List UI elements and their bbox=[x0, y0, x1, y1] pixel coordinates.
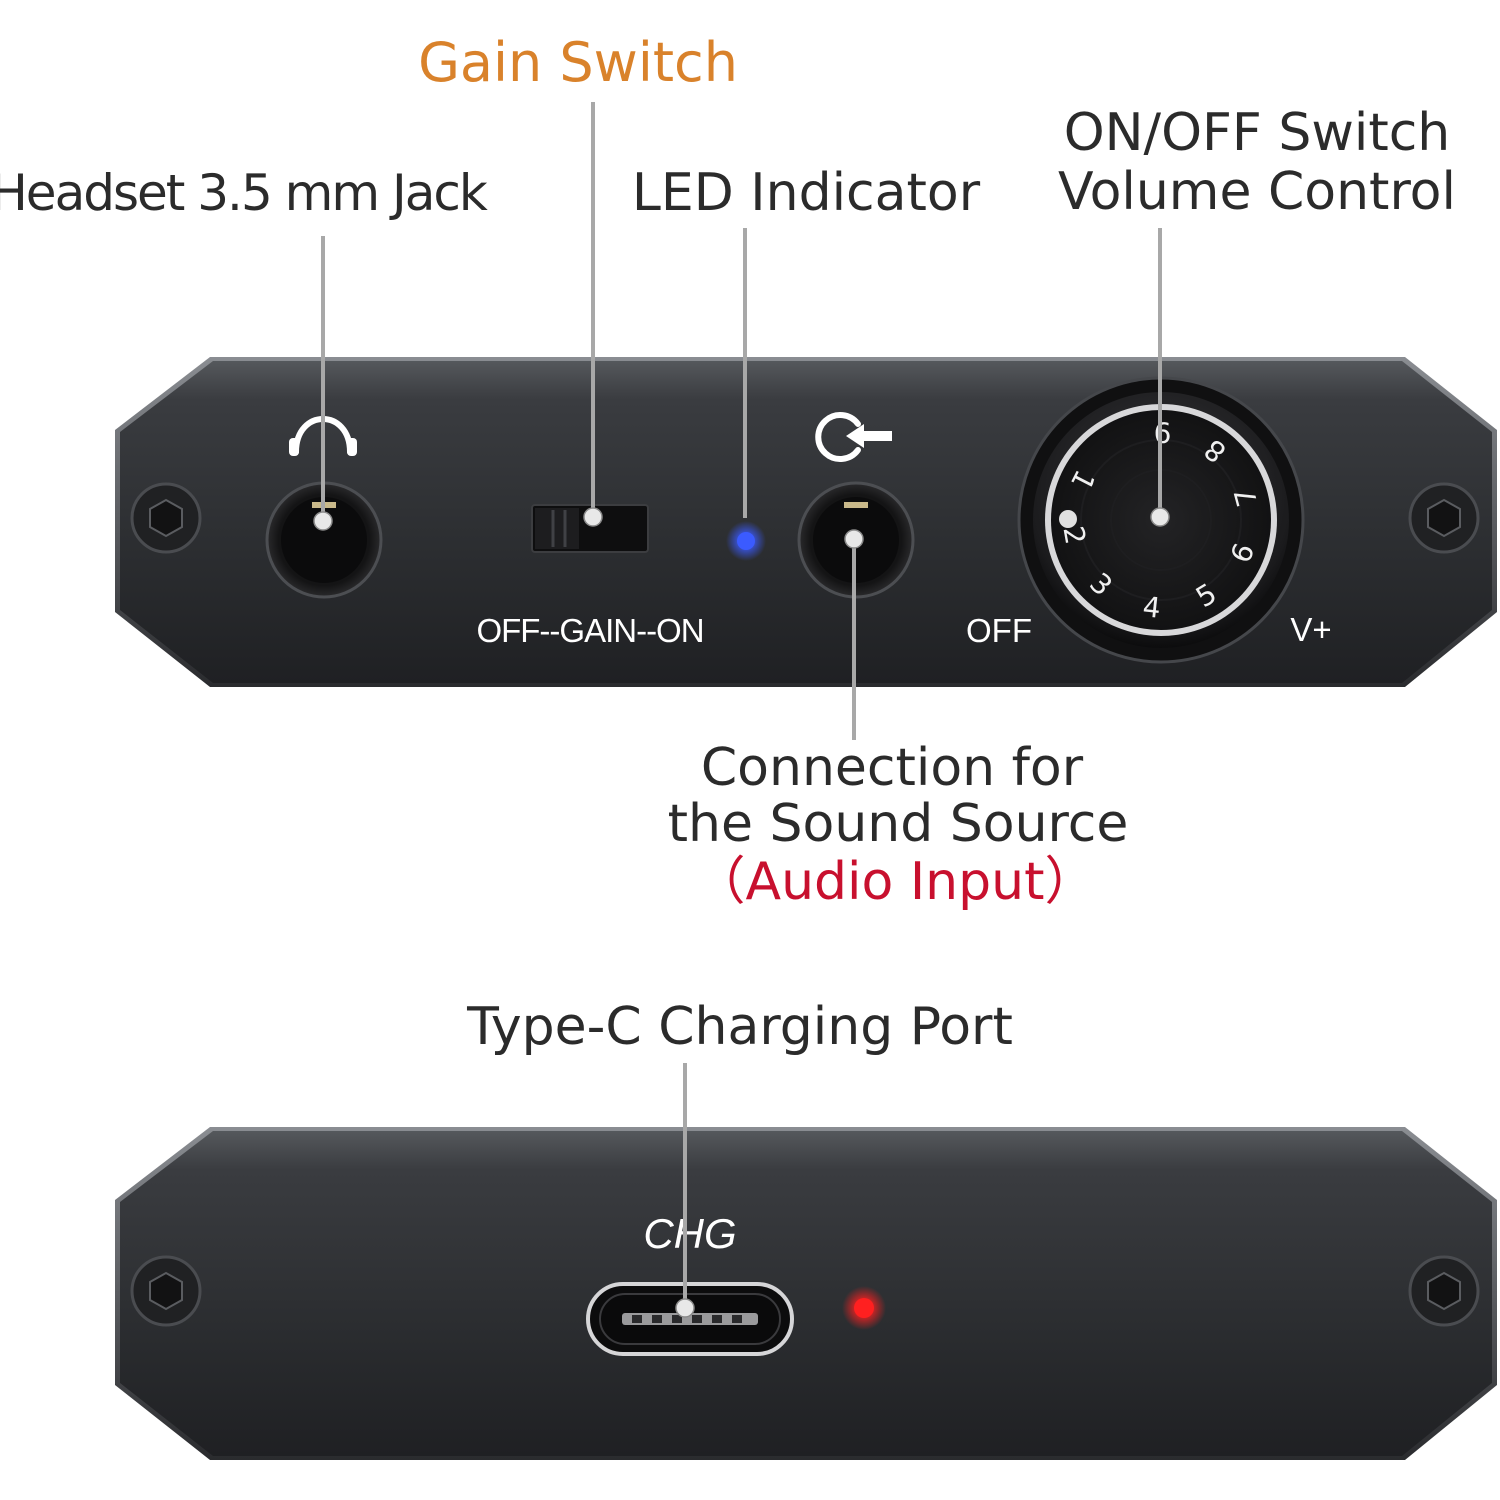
red-led-indicator bbox=[842, 1286, 886, 1330]
screw-left-back bbox=[130, 1255, 202, 1327]
back-panel bbox=[115, 1127, 1497, 1460]
screw-left bbox=[130, 482, 202, 554]
screw-right bbox=[1408, 482, 1480, 554]
headset-jack[interactable] bbox=[265, 481, 383, 599]
audio-input-callout: （Audio Input） bbox=[694, 852, 1097, 912]
connection-callout-line1: Connection for bbox=[701, 738, 1084, 798]
gain-switch[interactable] bbox=[531, 504, 649, 553]
vplus-panel-label: V+ bbox=[1290, 611, 1331, 648]
headset-jack-callout: Headset 3.5 mm Jack bbox=[0, 164, 488, 222]
blue-led-indicator bbox=[726, 521, 766, 561]
onoff-switch-callout: ON/OFF Switch bbox=[1064, 103, 1451, 163]
connection-callout-line2: the Sound Source bbox=[668, 794, 1129, 854]
off-panel-label: OFF bbox=[966, 612, 1032, 649]
chg-panel-label: CHG bbox=[643, 1210, 736, 1257]
typec-port-callout: Type-C Charging Port bbox=[466, 997, 1013, 1057]
gain-switch-panel-label: OFF--GAIN--ON bbox=[476, 612, 703, 649]
dial-number-9: 9 bbox=[1153, 415, 1171, 448]
typec-charging-port[interactable] bbox=[586, 1282, 794, 1356]
audio-input-icon bbox=[815, 412, 892, 462]
leader-lines bbox=[321, 102, 1162, 1308]
gain-switch-callout: Gain Switch bbox=[418, 31, 738, 94]
led-indicator-callout: LED Indicator bbox=[632, 163, 981, 223]
leader-endpoints bbox=[313, 507, 1170, 1318]
knob-indicator-dot bbox=[1059, 510, 1077, 528]
dial-number-4: 4 bbox=[1141, 590, 1162, 625]
dial-number-2: 2 bbox=[1057, 524, 1093, 547]
screw-right-back bbox=[1408, 1255, 1480, 1327]
volume-control-callout: Volume Control bbox=[1058, 162, 1456, 222]
